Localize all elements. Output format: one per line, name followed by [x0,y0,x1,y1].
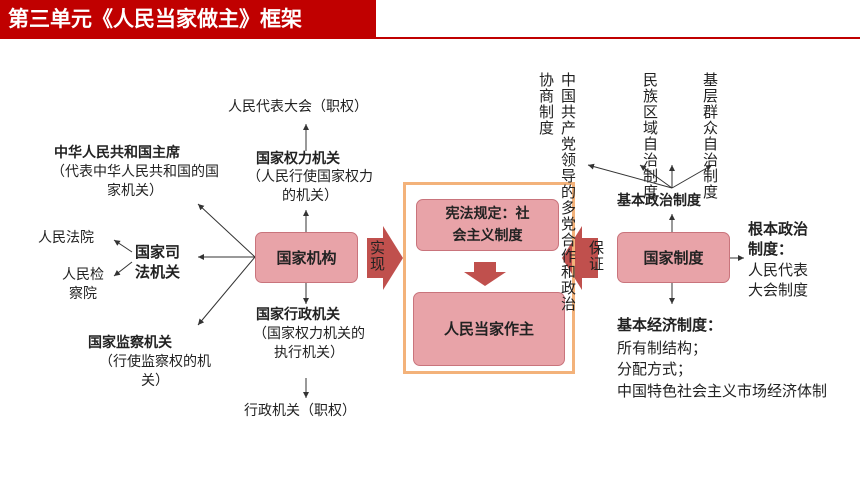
admin-organ-title: 国家行政机关 [256,307,340,323]
president-desc: （代表中华人民共和国的国家机关） [51,164,219,199]
realize-label: 实现 [368,240,386,272]
guarantee-label: 保证 [587,240,605,272]
political-item-multiparty: 中国共产党领导的多党合作和政治 [559,72,577,312]
political-item-consult: 协商制度 [537,72,555,136]
admin-powers: 行政机关（职权） [244,403,356,419]
people-procuratorate: 人民检察院 [62,267,104,302]
down-arrow [464,262,506,286]
guarantee-arrow [562,226,598,290]
state-system-box: 国家制度 [617,232,730,283]
economic-item-market: 中国特色社会主义市场经济体制 [617,382,828,400]
basic-political-title: 基本政治制度 [617,193,701,209]
center-frame [403,182,575,374]
economic-item-distribution: 分配方式； [617,360,693,378]
state-organs-box: 国家机构 [255,232,358,283]
supervisory-desc: （行使监察权的机关） [99,354,211,389]
economic-item-ownership: 所有制结构； [617,339,708,357]
fundamental-title: 根本政治制度： [748,220,809,258]
people-master-box: 人民当家作主 [413,292,565,366]
people-court: 人民法院 [38,230,94,246]
power-organ-title: 国家权力机关 [256,151,340,167]
economic-title: 基本经济制度： [617,316,723,334]
political-item-grassroots: 基层群众自治制度 [701,72,719,200]
admin-organ-desc: （国家权力机关的执行机关） [253,326,365,361]
supervisory-title: 国家监察机关 [88,335,172,351]
title-rule [0,37,860,39]
political-item-ethnic: 民族区域自治制度 [641,72,659,200]
power-organ-desc: （人民行使国家权力的机关） [247,169,373,204]
page-title: 第三单元《人民当家做主》框架 [0,0,376,38]
fundamental-desc: 人民代表大会制度 [748,261,809,299]
realize-arrow [367,226,403,290]
npc-powers: 人民代表大会（职权） [228,99,368,115]
president-title: 中华人民共和国主席 [54,145,180,161]
constitution-box: 宪法规定：社会主义制度 [416,199,559,251]
judicial-organ-title: 国家司法机关 [135,243,181,281]
